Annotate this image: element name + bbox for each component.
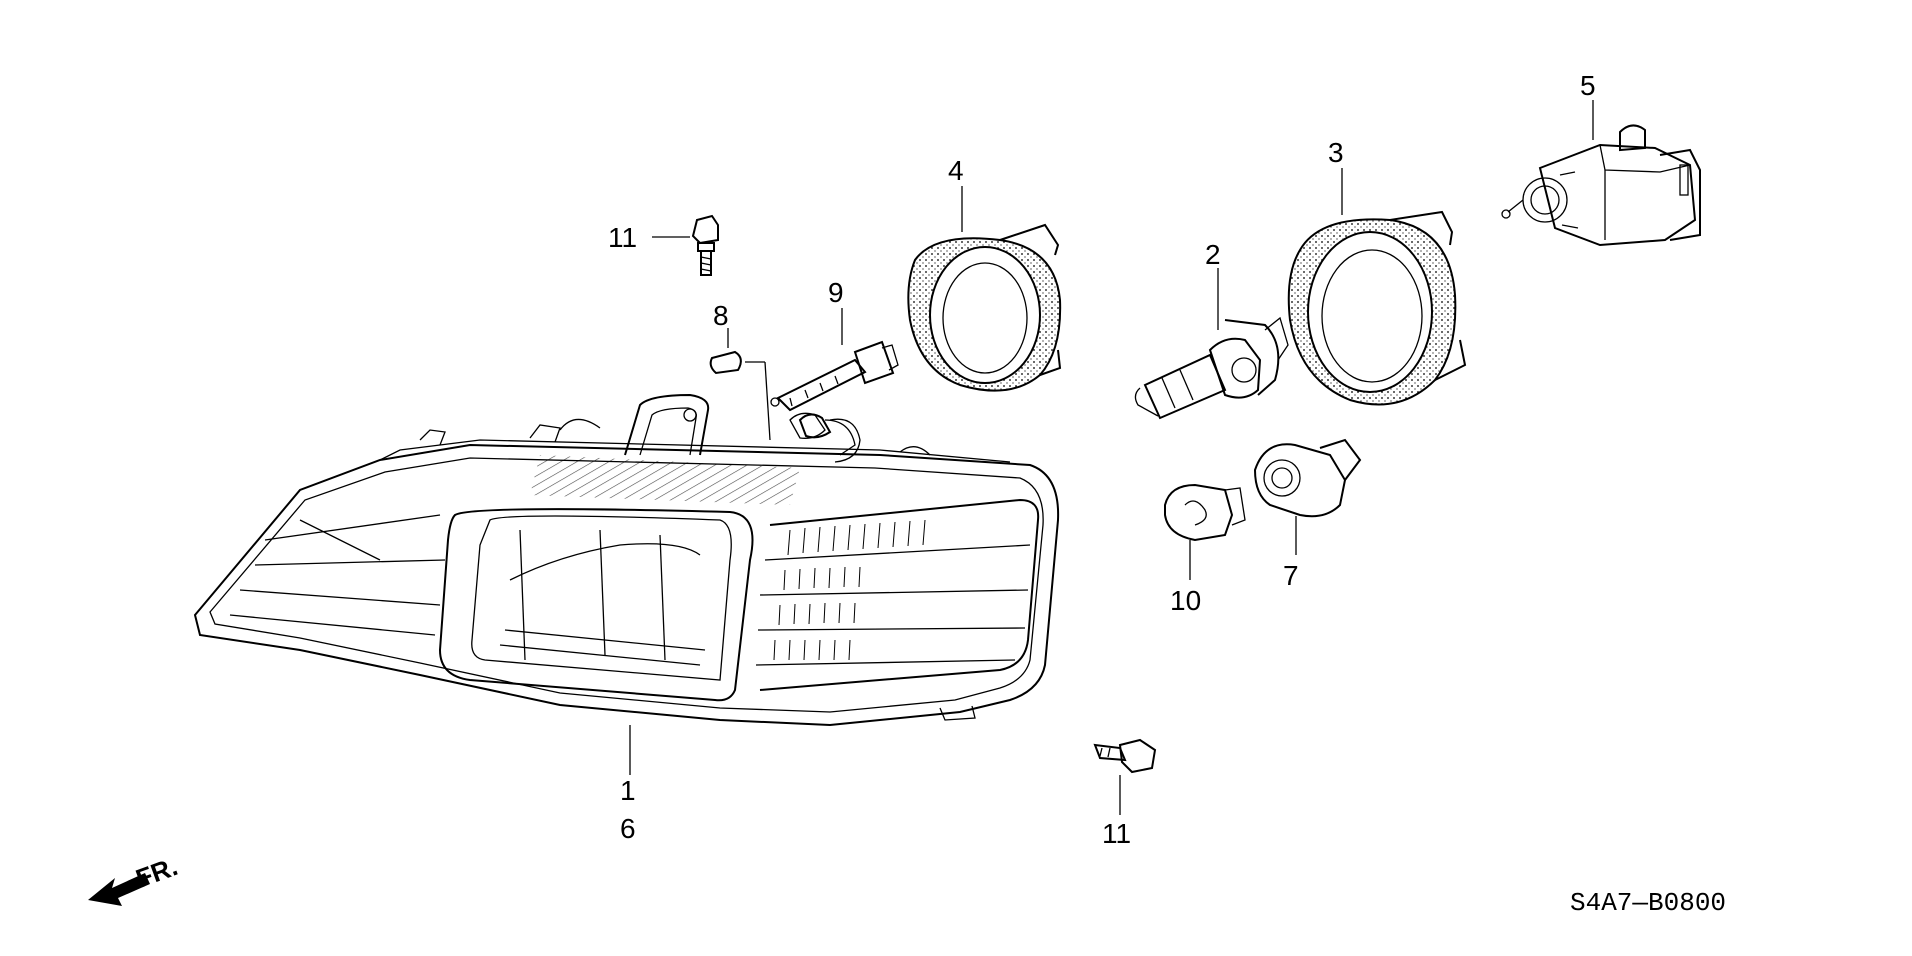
bulb-socket-wire — [798, 413, 861, 463]
diagram-code: S4A7—B0800 — [1570, 888, 1726, 918]
callout-8: 8 — [713, 300, 729, 331]
bolt-bottom[interactable] — [1093, 738, 1157, 774]
callout-11-top: 11 — [608, 222, 637, 253]
callout-10: 10 — [1170, 585, 1201, 616]
turn-signal-bulb[interactable] — [1164, 483, 1246, 542]
callout-11-bottom: 11 — [1102, 818, 1131, 849]
callout-6: 6 — [620, 813, 636, 844]
callout-1: 1 — [620, 775, 636, 806]
halogen-bulb-small[interactable] — [770, 340, 899, 412]
front-label: FR. — [132, 851, 182, 894]
front-direction-arrow: FR. — [88, 851, 181, 906]
callout-4: 4 — [948, 155, 964, 186]
callout-2: 2 — [1205, 239, 1221, 270]
callout-5: 5 — [1580, 70, 1596, 101]
callout-7: 7 — [1283, 560, 1299, 591]
callout-9: 9 — [828, 277, 844, 308]
headlight-assembly[interactable] — [193, 393, 1060, 727]
dust-cover-small[interactable] — [907, 223, 1062, 392]
halogen-bulb-main[interactable] — [1134, 316, 1289, 420]
wedge-bulb[interactable] — [709, 350, 742, 375]
bolt-top[interactable] — [691, 214, 719, 276]
bulb-socket[interactable] — [1253, 438, 1362, 518]
callout-3: 3 — [1328, 137, 1344, 168]
dust-cover-large[interactable] — [1287, 210, 1467, 406]
leveling-actuator[interactable] — [1501, 124, 1701, 247]
